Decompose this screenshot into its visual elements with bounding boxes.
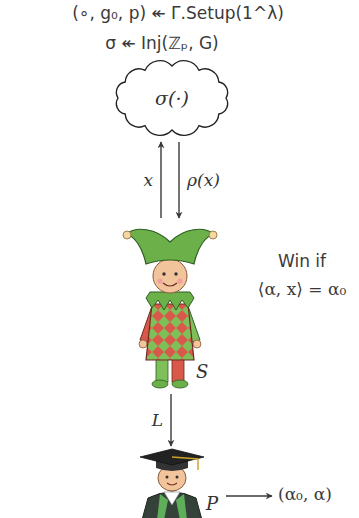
- jester-figure: [123, 229, 217, 388]
- win-condition: Win if: [278, 252, 326, 272]
- jester-shoe: [152, 380, 168, 388]
- setup-line: σ ↞ Inj(ℤₚ, G): [105, 34, 219, 54]
- party-label: S: [196, 362, 208, 382]
- professor-gown: [142, 492, 202, 518]
- message-arrow: [178, 142, 179, 218]
- setup-line: (∘, g₀, p) ↞ Γ.Setup(1^λ): [72, 4, 284, 24]
- message-label: x: [142, 171, 154, 190]
- mortarboard-tassel: [172, 457, 198, 470]
- jester-tunic: [146, 304, 194, 360]
- message-label: L: [151, 411, 164, 430]
- professor-eye: [176, 476, 179, 479]
- professor-stole: [157, 494, 168, 518]
- jester-smile: [163, 283, 177, 286]
- jester-leg: [172, 358, 184, 382]
- jester-bell: [209, 231, 217, 239]
- professor-figure: [140, 449, 204, 518]
- professor-stole: [176, 494, 187, 518]
- professor-smile: [167, 483, 177, 485]
- jester-eye: [174, 272, 177, 275]
- simulator-figure: S: [122, 220, 218, 392]
- party-label: P: [206, 494, 218, 514]
- message-arrow: [160, 142, 161, 218]
- jester-hand: [139, 340, 147, 348]
- jester-bell: [123, 231, 131, 239]
- output-arrow: [226, 495, 272, 496]
- oracle-cloud: σ(·): [107, 56, 237, 140]
- jester-cheek: [157, 278, 162, 283]
- jester-eye: [162, 272, 165, 275]
- win-condition: ⟨α, x⟩ = α₀: [258, 280, 347, 300]
- message-arrow: [170, 394, 171, 446]
- jester-cheek: [177, 278, 182, 283]
- jester-shoe: [172, 380, 188, 388]
- jester-hand: [193, 340, 201, 348]
- professor-eye: [166, 476, 169, 479]
- jester-hat: [126, 229, 214, 264]
- jester-face: [153, 259, 187, 293]
- cloud-outline: [116, 61, 227, 136]
- oracle-label: σ(·): [155, 88, 189, 109]
- message-label: ρ(x): [186, 171, 221, 190]
- output-tuple: (α₀, α): [278, 485, 332, 505]
- prof-shape: [124, 448, 220, 518]
- jester-leg: [156, 358, 168, 382]
- jester-collar: [146, 292, 194, 310]
- prover-figure: P: [124, 448, 220, 518]
